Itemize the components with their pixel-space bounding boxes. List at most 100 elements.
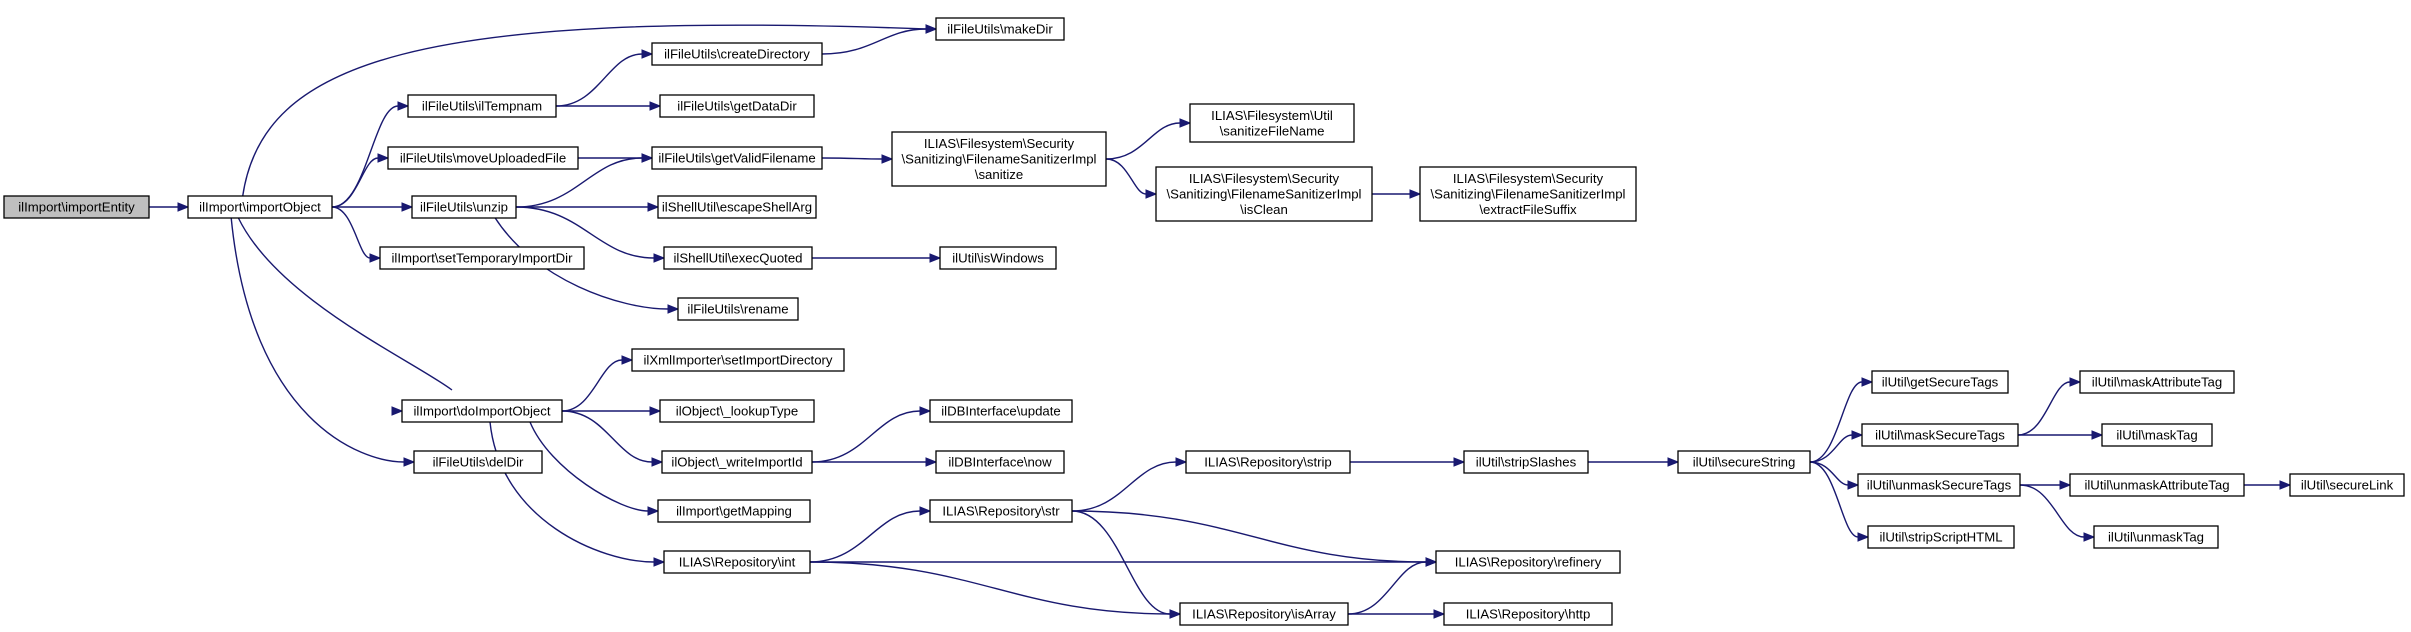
node-label: ILIAS\Repository\int (679, 555, 796, 570)
call-edge (489, 421, 655, 563)
node-secure-link[interactable]: ilUtil\secureLink (2289, 473, 2405, 497)
node-label: ilImport\importEntity (18, 200, 135, 215)
node-escape-shell-arg[interactable]: ilShellUtil\escapeShellArg (657, 195, 817, 219)
node-get-data-dir[interactable]: ilFileUtils\getDataDir (659, 94, 815, 118)
arrowhead (647, 506, 660, 516)
node-lookup-type[interactable]: ilObject\_lookupType (659, 399, 815, 423)
node-extract-file-suffix[interactable]: ILIAS\Filesystem\Security\Sanitizing\Fil… (1419, 166, 1637, 222)
arrowhead (929, 253, 942, 263)
node-db-now[interactable]: ilDBInterface\now (935, 450, 1065, 474)
node-label: ilFileUtils\rename (687, 302, 788, 317)
node-label: ilUtil\stripScriptHTML (1879, 530, 2002, 545)
node-repo-strip[interactable]: ILIAS\Repository\strip (1185, 450, 1351, 474)
node-import-entity[interactable]: ilImport\importEntity (3, 195, 150, 219)
arrowhead (1425, 557, 1438, 567)
node-unmask-attribute-tag[interactable]: ilUtil\unmaskAttributeTag (2069, 473, 2245, 497)
arrowhead (647, 202, 660, 212)
node-box (651, 146, 823, 170)
arrowhead (1861, 377, 1874, 387)
node-box (657, 499, 811, 523)
edge-secureString-to-unmaskSecureTags (1809, 461, 1849, 486)
node-label: ilObject\_lookupType (676, 404, 798, 419)
node-import-object[interactable]: ilImport\importObject (187, 195, 333, 219)
arrowhead (621, 355, 634, 365)
node-box (891, 131, 1107, 187)
edge-doImportObject-to-setImportDirectory (561, 359, 623, 412)
node-label: ilUtil\unmaskSecureTags (1867, 478, 2012, 493)
call-graph-nodes: ilImport\importEntity ilImport\importObje… (3, 17, 2405, 626)
arrowhead (403, 457, 416, 467)
call-edge (515, 206, 655, 259)
node-set-temporary-import-dir[interactable]: ilImport\setTemporaryImportDir (379, 246, 585, 270)
node-box (651, 42, 823, 66)
node-mask-attribute-tag[interactable]: ilUtil\maskAttributeTag (2079, 370, 2235, 394)
node-label: ilFileUtils\makeDir (947, 22, 1053, 37)
call-edge (1809, 381, 1863, 463)
node-box (663, 550, 811, 574)
arrowhead (649, 406, 662, 416)
arrowhead (391, 406, 404, 416)
call-edge (1347, 561, 1427, 615)
node-strip-script-h-t-m-l[interactable]: ilUtil\stripScriptHTML (1867, 525, 2015, 549)
call-edge (561, 359, 623, 412)
node-unzip[interactable]: ilFileUtils\unzip (411, 195, 517, 219)
node-box (1419, 166, 1637, 222)
node-do-import-object[interactable]: ilImport\doImportObject (401, 399, 563, 423)
node-set-import-directory[interactable]: ilXmlImporter\setImportDirectory (631, 348, 845, 372)
node-il-tempnam[interactable]: ilFileUtils\ilTempnam (407, 94, 557, 118)
node-sanitize[interactable]: ILIAS\Filesystem\Security\Sanitizing\Fil… (891, 131, 1107, 187)
node-label: ilImport\doImportObject (413, 404, 550, 419)
node-rename[interactable]: ilFileUtils\rename (677, 297, 799, 321)
node-get-valid-filename[interactable]: ilFileUtils\getValidFilename (651, 146, 823, 170)
node-mask-tag[interactable]: ilUtil\maskTag (2101, 423, 2213, 447)
node-box (387, 146, 579, 170)
call-edge (2019, 484, 2085, 538)
node-db-update[interactable]: ilDBInterface\update (929, 399, 1073, 423)
call-edge (1809, 461, 1859, 538)
node-refinery[interactable]: ILIAS\Repository\refinery (1435, 550, 1621, 574)
arrowhead (1851, 430, 1864, 440)
arrowhead (2059, 480, 2072, 490)
node-label: ilFileUtils\delDir (433, 455, 524, 470)
edge-doImportObject-to-getMapping (529, 421, 649, 512)
node-label: ilUtil\secureLink (2301, 478, 2394, 493)
node-box (3, 195, 150, 219)
node-box (1463, 450, 1589, 474)
node-is-clean[interactable]: ILIAS\Filesystem\Security\Sanitizing\Fil… (1155, 166, 1373, 222)
node-strip-slashes[interactable]: ilUtil\stripSlashes (1463, 450, 1589, 474)
node-get-mapping[interactable]: ilImport\getMapping (657, 499, 811, 523)
node-move-uploaded-file[interactable]: ilFileUtils\moveUploadedFile (387, 146, 579, 170)
node-box (407, 94, 557, 118)
edge-isArray-to-refinery (1347, 561, 1427, 615)
node-label: ilUtil\isWindows (952, 251, 1044, 266)
node-get-secure-tags[interactable]: ilUtil\getSecureTags (1871, 370, 2009, 394)
node-repo-int[interactable]: ILIAS\Repository\int (663, 550, 811, 574)
edge-unzip-to-rename (494, 217, 669, 310)
node-write-import-id[interactable]: ilObject\_writeImportId (661, 450, 813, 474)
edge-maskSecureTags-to-maskAttributeTag (2017, 381, 2071, 436)
node-create-directory[interactable]: ilFileUtils\createDirectory (651, 42, 823, 66)
call-edge (2017, 381, 2071, 436)
node-exec-quoted[interactable]: ilShellUtil\execQuoted (663, 246, 813, 270)
node-box (929, 499, 1073, 523)
edge-repoStr-to-repoStrip (1071, 461, 1177, 512)
node-make-dir[interactable]: ilFileUtils\makeDir (935, 17, 1065, 41)
call-edge (529, 421, 649, 512)
node-mask-secure-tags[interactable]: ilUtil\maskSecureTags (1861, 423, 2019, 447)
node-http[interactable]: ILIAS\Repository\http (1443, 602, 1613, 626)
node-is-windows[interactable]: ilUtil\isWindows (939, 246, 1057, 270)
node-unmask-secure-tags[interactable]: ilUtil\unmaskSecureTags (1857, 473, 2021, 497)
call-edge (821, 157, 883, 160)
node-label: ilUtil\maskSecureTags (1875, 428, 2005, 443)
node-is-array[interactable]: ILIAS\Repository\isArray (1179, 602, 1349, 626)
arrowhead (925, 24, 938, 34)
arrowhead (653, 253, 666, 263)
node-secure-string[interactable]: ilUtil\secureString (1677, 450, 1811, 474)
node-repo-str[interactable]: ILIAS\Repository\str (929, 499, 1073, 523)
node-del-dir[interactable]: ilFileUtils\delDir (413, 450, 543, 474)
node-sanitize-file-name[interactable]: ILIAS\Filesystem\Util\sanitizeFileName (1189, 103, 1355, 143)
node-unmask-tag[interactable]: ilUtil\unmaskTag (2093, 525, 2219, 549)
node-box (659, 94, 815, 118)
edge-getValidFilename-to-sanitize (821, 157, 883, 160)
node-box (1871, 370, 2009, 394)
